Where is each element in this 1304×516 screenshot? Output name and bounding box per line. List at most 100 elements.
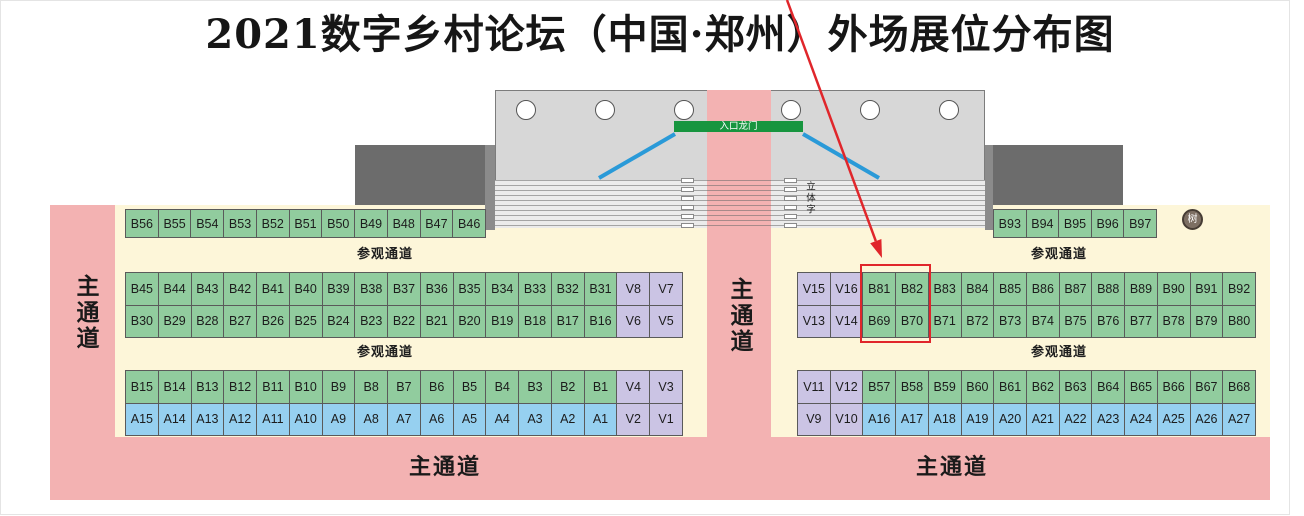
stage-side-strip-left	[485, 145, 495, 230]
booth-a14: A14	[157, 402, 192, 436]
booth-b40: B40	[288, 272, 323, 306]
booth-b65: B65	[1124, 370, 1158, 404]
booth-b69: B69	[862, 304, 897, 338]
booth-a12: A12	[223, 402, 258, 436]
main-channel-bottom	[50, 437, 1270, 500]
step-marker-right	[784, 187, 797, 192]
booth-v8: V8	[616, 272, 651, 306]
booth-b96: B96	[1090, 209, 1125, 238]
booth-b60: B60	[960, 370, 995, 404]
booth-a26: A26	[1189, 402, 1224, 436]
booth-v13: V13	[797, 304, 831, 338]
step-marker-right	[784, 214, 797, 219]
booth-b23: B23	[354, 304, 389, 338]
tree-icon: 树	[1182, 209, 1203, 230]
booth-b27: B27	[223, 304, 258, 338]
booth-b16: B16	[583, 304, 618, 338]
stage-pillar-marker	[939, 100, 959, 120]
booth-b17: B17	[550, 304, 585, 338]
booth-b62: B62	[1025, 370, 1060, 404]
booth-b86: B86	[1025, 272, 1060, 306]
main-channel-label-bottom-right: 主通道	[915, 455, 988, 480]
booth-a24: A24	[1124, 402, 1158, 436]
booth-b94: B94	[1025, 209, 1060, 238]
booth-v7: V7	[649, 272, 683, 306]
stage-stairs	[495, 180, 985, 228]
stage-pillar-marker	[516, 100, 536, 120]
booth-b58: B58	[895, 370, 929, 404]
booth-b22: B22	[387, 304, 421, 338]
arrow-shaft	[785, 0, 877, 242]
booth-b66: B66	[1156, 370, 1191, 404]
booth-v15: V15	[797, 272, 831, 306]
booth-b1: B1	[583, 370, 618, 404]
booth-b64: B64	[1091, 370, 1126, 404]
stage-side-block-right	[993, 145, 1123, 205]
booth-a6: A6	[419, 402, 454, 436]
booth-b71: B71	[927, 304, 962, 338]
step-marker-left	[681, 196, 694, 201]
step-marker-left	[681, 214, 694, 219]
ramp-line-right	[801, 132, 881, 180]
step-marker-right	[784, 178, 797, 183]
booth-v12: V12	[829, 370, 864, 404]
booth-b59: B59	[927, 370, 962, 404]
booth-v1: V1	[649, 402, 683, 436]
booth-b53: B53	[223, 209, 257, 238]
booth-v4: V4	[616, 370, 651, 404]
booth-a22: A22	[1058, 402, 1093, 436]
booth-b47: B47	[419, 209, 454, 238]
ramp-line-left	[597, 132, 677, 180]
entrance-gate: 入口龙门	[674, 121, 803, 132]
main-channel-label-left: 主通道	[72, 274, 98, 352]
booth-a21: A21	[1025, 402, 1060, 436]
booth-b61: B61	[993, 370, 1027, 404]
booth-b88: B88	[1091, 272, 1126, 306]
stage-pillar-marker	[674, 100, 694, 120]
booth-b74: B74	[1025, 304, 1060, 338]
booth-b75: B75	[1058, 304, 1093, 338]
booth-b2: B2	[550, 370, 585, 404]
booth-b46: B46	[452, 209, 487, 238]
booth-a3: A3	[518, 402, 552, 436]
step-marker-left	[681, 205, 694, 210]
booth-b95: B95	[1058, 209, 1092, 238]
booth-v11: V11	[797, 370, 831, 404]
booth-b41: B41	[256, 272, 290, 306]
step-marker-left	[681, 187, 694, 192]
arrow-head	[870, 239, 882, 258]
main-channel-label-bottom-left: 主通道	[408, 455, 481, 480]
main-channel-center	[707, 90, 771, 437]
booth-b56: B56	[125, 209, 159, 238]
booth-b14: B14	[157, 370, 192, 404]
booth-v5: V5	[649, 304, 683, 338]
booth-b20: B20	[452, 304, 487, 338]
booth-v14: V14	[829, 304, 864, 338]
booth-a25: A25	[1156, 402, 1191, 436]
booth-b63: B63	[1058, 370, 1093, 404]
booth-a20: A20	[993, 402, 1027, 436]
visitor-channel-label: 参观通道	[356, 345, 413, 360]
booth-b32: B32	[550, 272, 585, 306]
booth-b77: B77	[1124, 304, 1158, 338]
visitor-channel-label: 参观通道	[356, 247, 413, 262]
booth-b68: B68	[1222, 370, 1256, 404]
booth-b34: B34	[485, 272, 520, 306]
page-title: 2021数字乡村论坛（中国·郑州）外场展位分布图	[205, 11, 1115, 58]
booth-b83: B83	[927, 272, 962, 306]
booth-b79: B79	[1189, 304, 1224, 338]
stage-pillar-marker	[595, 100, 615, 120]
stage-pillar-marker	[781, 100, 801, 120]
booth-a10: A10	[288, 402, 323, 436]
booth-a27: A27	[1222, 402, 1256, 436]
step-marker-right	[784, 205, 797, 210]
step-marker-left	[681, 223, 694, 228]
booth-b93: B93	[993, 209, 1027, 238]
booth-b49: B49	[354, 209, 388, 238]
booth-b26: B26	[256, 304, 290, 338]
booth-a23: A23	[1091, 402, 1126, 436]
booth-b25: B25	[288, 304, 323, 338]
